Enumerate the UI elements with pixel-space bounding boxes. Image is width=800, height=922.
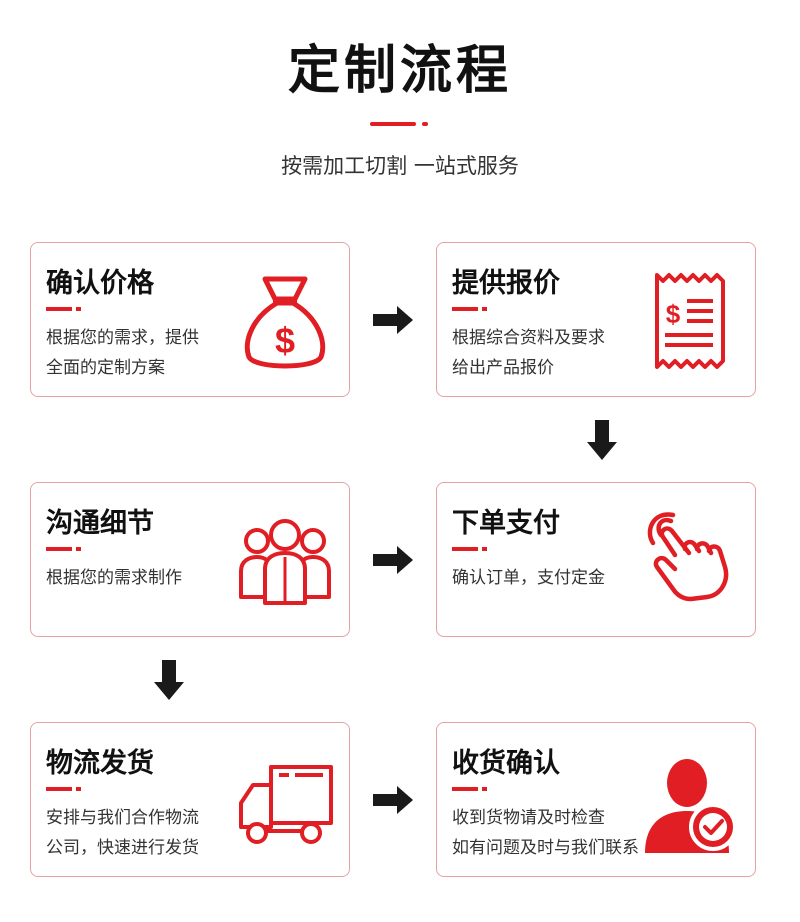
title-underline <box>370 122 430 128</box>
step-description: 根据您的需求，提供 全面的定制方案 <box>46 328 199 378</box>
arrow-down-icon <box>154 660 184 704</box>
step-description: 根据综合资料及要求 给出产品报价 <box>452 328 605 378</box>
arrow-right-icon <box>373 786 413 818</box>
step-accent-line <box>46 787 72 791</box>
money-bag-icon: $ <box>235 265 335 375</box>
step-card-order-pay: 下单支付 确认订单，支付定金 <box>436 482 756 637</box>
step-accent-line <box>452 787 478 791</box>
step-accent-line <box>46 307 72 311</box>
truck-icon <box>235 745 335 855</box>
receipt-icon: $ <box>641 265 741 375</box>
step-description: 收到货物请及时检查 如有问题及时与我们联系 <box>452 808 639 858</box>
page-subtitle: 按需加工切割 一站式服务 <box>281 154 519 178</box>
arrow-right-icon <box>373 306 413 338</box>
arrow-down-icon <box>587 420 617 464</box>
people-group-icon <box>235 505 335 615</box>
step-card-communicate-details: 沟通细节 根据您的需求制作 <box>30 482 350 637</box>
hand-tap-icon <box>641 505 741 615</box>
step-title: 确认价格 <box>46 268 154 299</box>
step-accent-line <box>452 547 478 551</box>
svg-text:$: $ <box>666 299 681 329</box>
step-card-provide-quote: 提供报价 根据综合资料及要求 给出产品报价 $ <box>436 242 756 397</box>
step-title: 沟通细节 <box>46 508 154 539</box>
step-title: 物流发货 <box>46 748 154 779</box>
step-description: 确认订单，支付定金 <box>452 568 605 588</box>
step-title: 收货确认 <box>452 748 560 779</box>
page-title: 定制流程 <box>287 41 512 101</box>
arrow-right-icon <box>373 546 413 578</box>
step-accent-line <box>46 547 72 551</box>
step-accent-line <box>452 307 478 311</box>
svg-text:$: $ <box>275 320 295 361</box>
step-card-logistics-shipping: 物流发货 安排与我们合作物流 公司，快速进行发货 <box>30 722 350 877</box>
step-card-confirm-price: 确认价格 根据您的需求，提供 全面的定制方案 $ <box>30 242 350 397</box>
step-title: 下单支付 <box>452 508 560 539</box>
step-title: 提供报价 <box>452 268 560 299</box>
step-card-receipt-confirm: 收货确认 收到货物请及时检查 如有问题及时与我们联系 <box>436 722 756 877</box>
step-description: 安排与我们合作物流 公司，快速进行发货 <box>46 808 199 858</box>
user-check-icon <box>641 745 741 855</box>
step-description: 根据您的需求制作 <box>46 568 182 588</box>
